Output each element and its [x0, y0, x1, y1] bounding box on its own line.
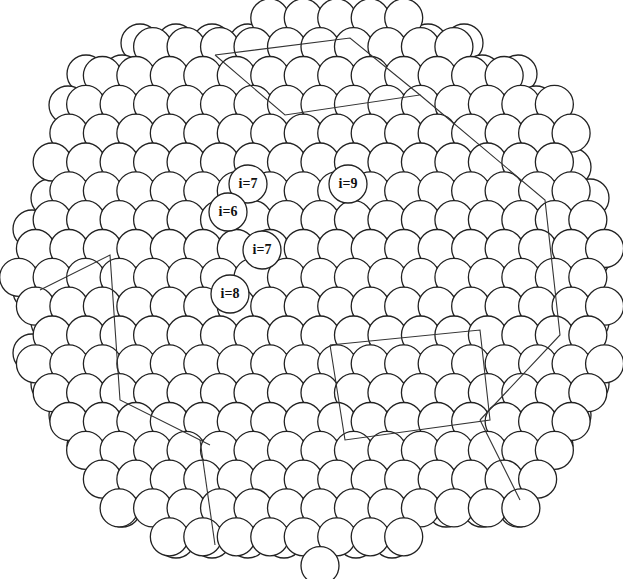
atom	[301, 547, 339, 579]
atom-circle	[329, 165, 367, 203]
back-atoms	[13, 24, 609, 558]
atom	[150, 518, 188, 556]
face-edge	[200, 440, 215, 545]
labelled-atom: i=8	[210, 274, 250, 314]
atom-circle	[243, 231, 281, 269]
atom-circle	[211, 275, 249, 313]
face-edge	[480, 420, 520, 500]
atom	[217, 518, 255, 556]
atom-circle	[209, 193, 247, 231]
atom	[100, 489, 138, 527]
face-edge	[215, 38, 420, 115]
face-edge	[40, 255, 210, 445]
atom	[502, 489, 540, 527]
face-edge	[420, 95, 560, 420]
atom	[385, 518, 423, 556]
coordination-label: i=7	[239, 177, 258, 191]
labelled-atom: i=6	[208, 192, 248, 232]
labelled-atom: i=7	[242, 230, 282, 270]
face-edges	[40, 38, 560, 545]
face-edge	[330, 330, 490, 440]
coordination-label: i=7	[253, 243, 272, 257]
coordination-label: i=9	[339, 177, 358, 191]
atom	[184, 518, 222, 556]
atom	[435, 489, 473, 527]
labelled-atom: i=9	[328, 164, 368, 204]
atom	[351, 518, 389, 556]
atom	[468, 489, 506, 527]
atom	[251, 518, 289, 556]
coordination-label: i=6	[219, 205, 238, 219]
coordination-label: i=8	[221, 287, 240, 301]
